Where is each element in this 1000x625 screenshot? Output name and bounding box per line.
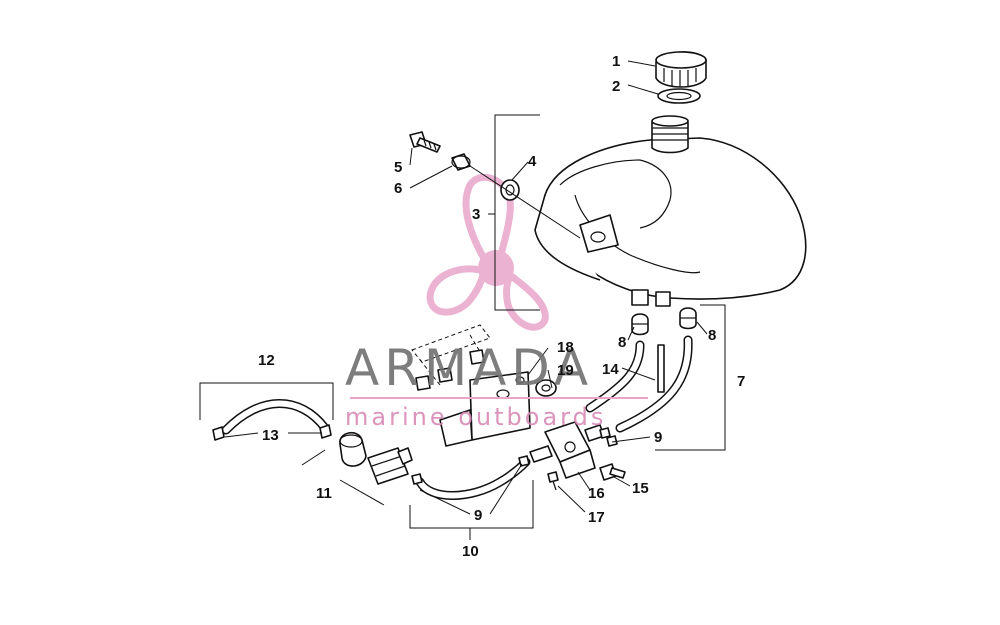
filter-to-valve-hose [415,457,531,500]
grommet [500,179,520,201]
fuel-hose-left [585,340,645,413]
callout-8-left: 8 [618,334,626,351]
primer-hose-clips [212,424,332,441]
callout-9-lower: 9 [474,507,482,524]
fuel-cap [655,51,707,88]
bracket-group-3 [494,114,540,311]
fuel-valve [529,421,605,479]
callout-2: 2 [612,78,620,95]
callout-10: 10 [462,543,479,560]
callout-15: 15 [632,480,649,497]
leader-lines [224,60,708,540]
bolt [409,131,441,153]
primer-hose [221,399,330,435]
hose-clips-valve [599,427,618,447]
callout-19: 19 [557,362,574,379]
callout-1: 1 [612,53,620,70]
stud-set [415,349,485,391]
bracket-group-12 [199,382,334,420]
hose-clamp-left [631,313,649,336]
valve-small-screw [547,471,559,491]
hose-clamp-right [679,307,697,330]
mount-axis-line [469,165,581,239]
callout-12: 12 [258,352,275,369]
bracket-group-11 [301,449,385,506]
callout-13: 13 [262,427,279,444]
bracket-group-7 [655,304,726,451]
cap-gasket [657,88,701,104]
fuel-tank [534,115,807,307]
fuel-filter [367,447,413,485]
callout-11: 11 [316,485,332,502]
callout-8-right: 8 [708,327,716,344]
callout-17: 17 [588,509,605,526]
callout-labels: 1 2 3 4 5 6 7 8 8 9 9 10 11 12 13 14 15 … [258,53,745,560]
filter-clamp [339,432,367,467]
callout-5: 5 [394,159,402,176]
callout-14: 14 [602,361,619,378]
hose-clips-lower [411,455,530,485]
callout-6: 6 [394,180,402,197]
watermark-propeller-logo [426,173,549,331]
callout-7: 7 [737,373,745,390]
callout-9-upper: 9 [654,429,662,446]
bushing [451,153,471,171]
mounting-bracket [439,371,531,447]
valve-screw [599,463,626,481]
watermark-tagline: marine outboards [345,403,606,431]
fuel-hose-right [615,335,693,433]
vent-tube [657,344,665,393]
callout-18: 18 [557,339,574,356]
callout-16: 16 [588,485,605,502]
bracket-group-10 [409,480,534,529]
callout-4: 4 [528,153,537,170]
callout-3: 3 [472,206,480,223]
watermark-brand: ARMADA [345,339,593,397]
